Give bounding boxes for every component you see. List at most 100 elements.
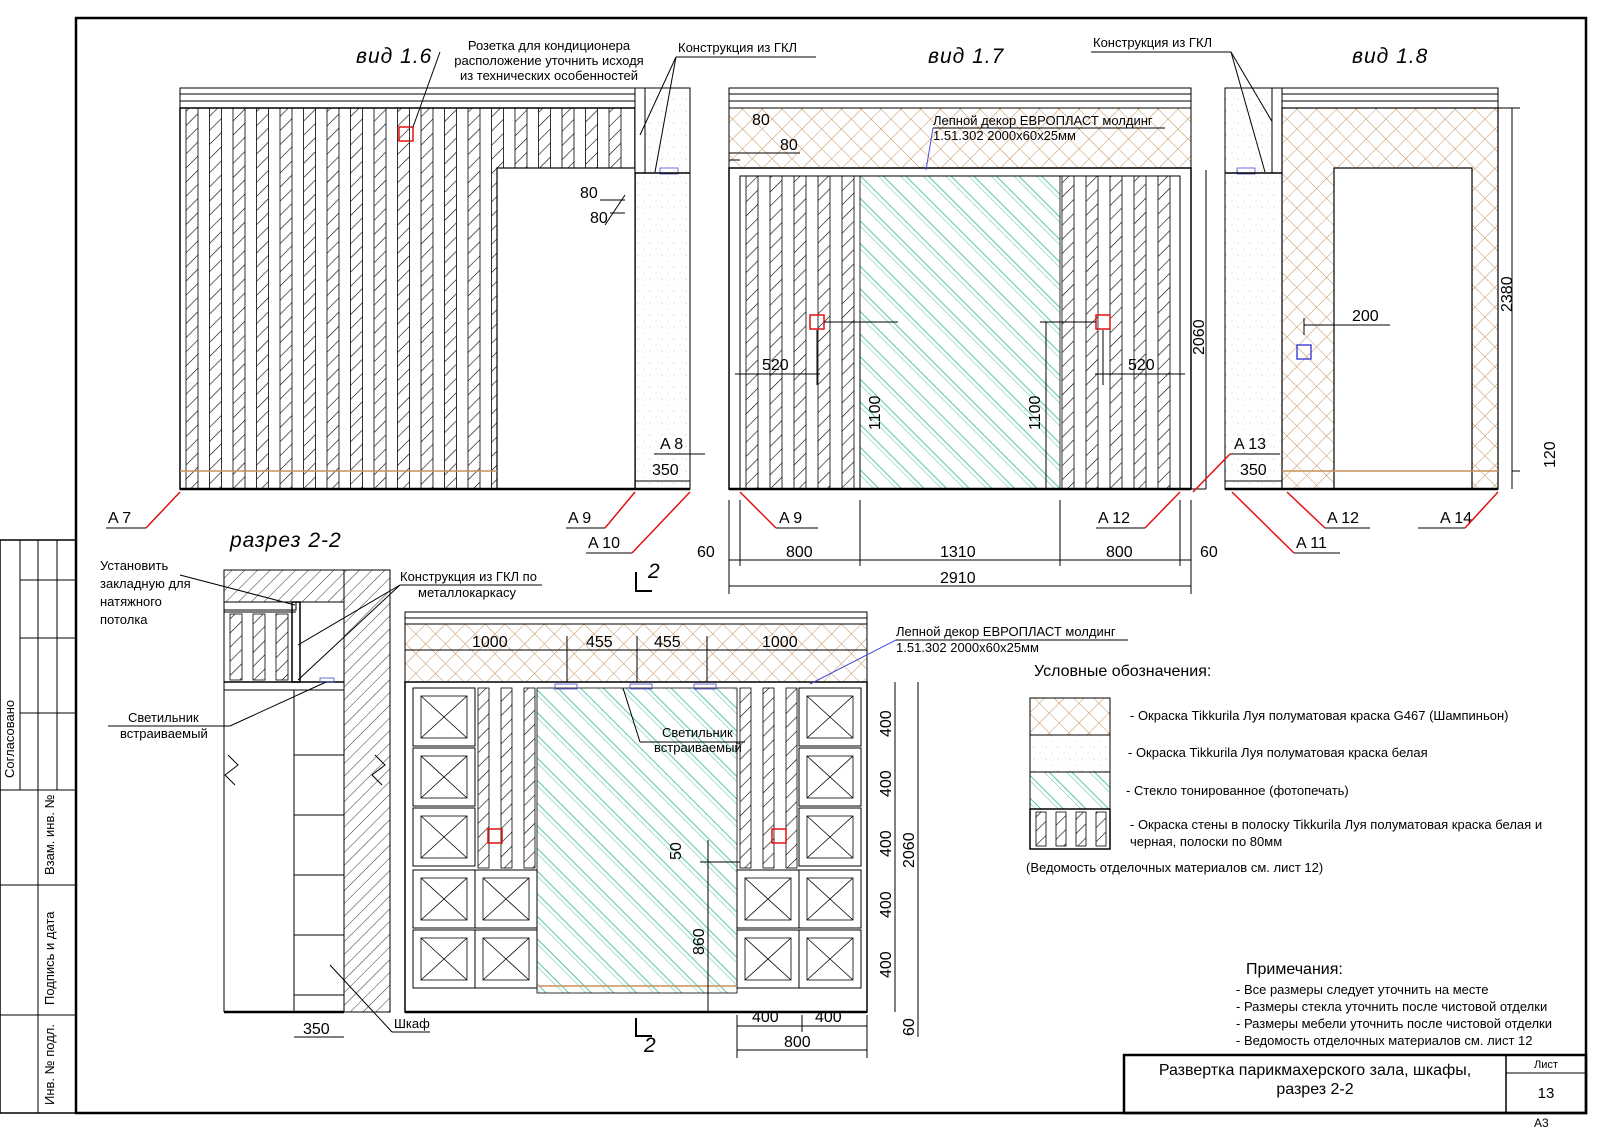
wall-stripe [350, 107, 363, 490]
wardrobe-elevation: Светильник встраиваемый 1000 455 455 100… [404, 560, 1128, 1058]
wall-stripe [793, 175, 807, 490]
legend-item-white: - Окраска Tikkurila Луя полуматовая крас… [1128, 745, 1428, 760]
legend-stripe [1095, 811, 1107, 847]
cabinet-door-cross [806, 755, 854, 799]
cabinet-door-panel [806, 815, 854, 859]
sheet-number: 13 [1538, 1085, 1555, 1102]
wall-stripe [817, 175, 831, 490]
wall-stripe [1061, 175, 1075, 490]
dim-400-v3: 400 [878, 830, 895, 857]
wall-stripe [523, 687, 536, 869]
wall-stripe [785, 687, 798, 869]
dim-2060-wardrobe: 2060 [901, 832, 918, 868]
legend: Условные обозначения: - Окраска Tikkuril… [1026, 663, 1542, 875]
dim-1100-left: 1100 [867, 395, 884, 430]
dim-400-v2: 400 [878, 770, 895, 797]
remark-2: - Размеры стекла уточнить после чистовой… [1236, 999, 1547, 1014]
cabinet-door-cross [806, 937, 854, 981]
note-lamp-wardrobe-1: Светильник [662, 725, 733, 740]
legend-item-beige: - Окраска Tikkurila Луя полуматовая крас… [1130, 708, 1509, 723]
wall-stripe [303, 107, 316, 490]
side-label-agreed: Согласовано [2, 700, 17, 778]
wall-stripe [420, 107, 434, 490]
cabinet-door-cross [744, 877, 792, 921]
remarks-title: Примечания: [1246, 961, 1343, 978]
cabinet-door-panel [806, 877, 854, 921]
dim-400-h-right: 400 [815, 1009, 842, 1026]
cabinet-door-cross [806, 877, 854, 921]
note-gkl-frame-2: металлокаркасу [418, 585, 516, 600]
molding-band-wardrobe [404, 623, 868, 683]
dim-80-b: 80 [590, 210, 608, 227]
cabinet-door-panel [806, 695, 854, 739]
note-molding-1-7-line2: 1.51.302 2000х60х25мм [933, 128, 1076, 143]
dim-520-left: 520 [762, 357, 789, 374]
legend-title: Условные обозначения: [1034, 663, 1211, 680]
dim-60-wardrobe: 60 [901, 1018, 918, 1036]
dim-2380: 2380 [1499, 276, 1516, 312]
marker-a10: A 10 [588, 535, 620, 552]
cabinet-door-panel [806, 937, 854, 981]
dim-80-a: 80 [580, 185, 598, 202]
dim-1000-right: 1000 [762, 634, 798, 651]
cabinet-door-panel [806, 755, 854, 799]
striped-panel-1-7-left [745, 175, 855, 490]
striped-panel-1-7-right [1061, 175, 1171, 490]
dim-800-left-1-7: 800 [786, 544, 813, 561]
legend-swatch-white [1029, 734, 1111, 773]
sheet-format: А3 [1534, 1116, 1549, 1130]
legend-item-glass: - Стекло тонированное (фотопечать) [1126, 783, 1349, 798]
note-molding-wardrobe-2: 1.51.302 2000х60х25мм [896, 640, 1039, 655]
note-gkl-1-8: Конструкция из ГКЛ [1093, 35, 1212, 50]
wall-stripe [232, 107, 246, 490]
dim-350-1-6: 350 [652, 462, 679, 479]
wall-stripe [841, 175, 855, 490]
side-label-replace-inv: Взам. инв. № [42, 794, 57, 875]
cabinet-door-cross [420, 815, 468, 859]
view-1-8-title: вид 1.8 [1352, 45, 1428, 68]
cabinet-door-panel [420, 695, 468, 739]
legend-item-stripes-1: - Окраска стены в полоску Tikkurila Луя … [1130, 817, 1542, 832]
dim-1000-left: 1000 [472, 634, 508, 651]
marker-a12-1-7: A 12 [1098, 510, 1130, 527]
cabinet-door-panel [420, 937, 468, 981]
cabinet-door-cross [420, 937, 468, 981]
note-ceiling-mount-3: натяжного [100, 594, 162, 609]
remark-4: - Ведомость отделочных материалов см. ли… [1236, 1033, 1532, 1048]
view-1-7-title: вид 1.7 [928, 45, 1005, 68]
view-1-6: вид 1.6 Розетка для кондиционера располо… [106, 38, 816, 554]
marker-a11: A 11 [1296, 535, 1327, 552]
wall-stripe [1133, 175, 1147, 490]
wall-stripe [762, 687, 775, 869]
legend-item-stripes-2: черная, полоски по 80мм [1130, 834, 1282, 849]
cut-mark-bottom: 2 [643, 1034, 657, 1057]
wall-stripe [209, 107, 222, 490]
cabinet-doors-right [736, 687, 862, 989]
note-lamp-wardrobe-2: встраиваемый [654, 740, 742, 755]
note-molding-1-7-line1: Лепной декор ЕВРОПЛАСТ молдинг [933, 113, 1153, 128]
dim-350-section: 350 [303, 1021, 330, 1038]
marker-a13: A 13 [1234, 436, 1266, 453]
dim-860: 860 [691, 928, 708, 955]
side-label-inv-orig: Инв. № подл. [42, 1024, 57, 1105]
section-2-2-title: разрез 2-2 [229, 529, 342, 552]
lamp-marker-1-8 [1296, 344, 1312, 360]
cabinet-door-cross [420, 695, 468, 739]
wall-stripe [252, 613, 266, 681]
legend-swatch-glass [1029, 771, 1111, 810]
view-1-7: вид 1.7 Лепной декор ЕВРОПЛАСТ молдинг 1… [697, 45, 1218, 594]
legend-stripe [1055, 811, 1067, 847]
socket-marker [398, 126, 414, 142]
molding-band-1-7 [728, 107, 1192, 169]
cabinet-doors-left [412, 687, 538, 989]
legend-swatch-beige [1029, 697, 1111, 736]
wall-stripe [229, 613, 243, 681]
cabinet-door-cross [744, 937, 792, 981]
dim-80-c: 80 [752, 112, 770, 129]
dim-350-1-8: 350 [1240, 462, 1267, 479]
cabinet-door-panel [482, 877, 530, 921]
dim-400-v4: 400 [878, 891, 895, 918]
remark-1: - Все размеры следует уточнить на месте [1236, 982, 1488, 997]
dim-800-right-1-7: 800 [1106, 544, 1133, 561]
note-lamp-2: встраиваемый [120, 726, 208, 741]
